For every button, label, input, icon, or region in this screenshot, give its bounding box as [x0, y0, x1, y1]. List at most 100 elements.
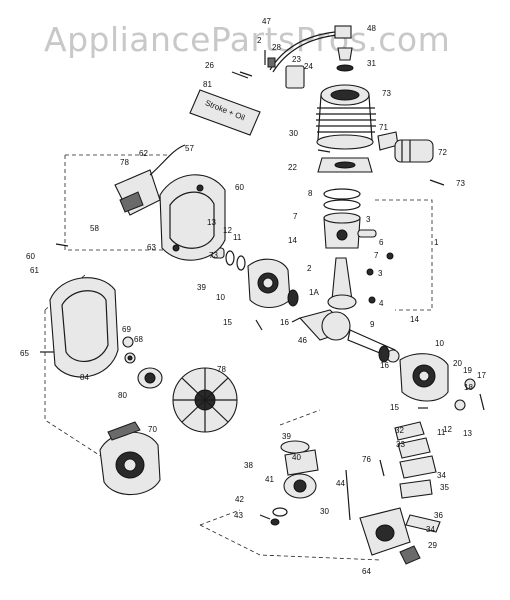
callout-1: 1 — [434, 238, 439, 247]
fan-housing-60 — [159, 174, 226, 261]
callout-2: 2 — [307, 264, 312, 273]
callout-84: 84 — [80, 373, 89, 382]
connecting-rod — [327, 257, 376, 310]
callout-4: 4 — [379, 299, 384, 308]
callout-26: 26 — [205, 61, 214, 70]
callout-16: 16 — [380, 361, 389, 370]
callout-3: 3 — [366, 215, 371, 224]
callout-39: 39 — [197, 283, 206, 292]
callout-40: 40 — [292, 453, 301, 462]
callout-7: 7 — [293, 212, 298, 221]
callout-30: 30 — [289, 129, 298, 138]
callout-8: 8 — [308, 189, 313, 198]
carburetor-group — [270, 440, 319, 526]
callout-2: 2 — [257, 36, 262, 45]
callout-12: 12 — [443, 425, 452, 434]
callout-57: 57 — [185, 144, 194, 153]
callout-3: 3 — [378, 269, 383, 278]
callout-19: 19 — [463, 366, 472, 375]
callout-15: 15 — [223, 318, 232, 327]
callout-47: 47 — [262, 17, 271, 26]
callout-73: 73 — [456, 179, 465, 188]
callout-60: 60 — [235, 183, 244, 192]
callout-71: 71 — [379, 123, 388, 132]
callout-6: 6 — [379, 238, 384, 247]
callout-20: 20 — [453, 359, 462, 368]
callout-80: 80 — [118, 391, 127, 400]
callout-32: 32 — [395, 426, 404, 435]
callout-23: 23 — [292, 55, 301, 64]
callout-41: 41 — [265, 475, 274, 484]
reed-plate-assembly — [394, 421, 437, 499]
callout-34: 34 — [426, 525, 435, 534]
callout-43: 43 — [234, 511, 243, 520]
shroud-64 — [49, 277, 119, 378]
callout-7: 7 — [374, 251, 379, 260]
callout-61: 61 — [30, 266, 39, 275]
callout-70: 70 — [148, 425, 157, 434]
callout-60: 60 — [26, 252, 35, 261]
callout-22: 22 — [288, 163, 297, 172]
callout-81: 81 — [203, 80, 212, 89]
callout-34: 34 — [437, 471, 446, 480]
crankshaft-9 — [291, 309, 400, 363]
callout-13: 13 — [207, 218, 216, 227]
callout-17: 17 — [477, 371, 486, 380]
callout-10: 10 — [435, 339, 444, 348]
callout-16: 16 — [280, 318, 289, 327]
carburetor-body-79 — [345, 469, 441, 565]
callout-13: 13 — [463, 429, 472, 438]
callout-11: 11 — [233, 233, 242, 242]
callout-30: 30 — [320, 507, 329, 516]
callout-11: 11 — [437, 428, 446, 437]
callout-14: 14 — [288, 236, 297, 245]
callout-35: 35 — [440, 483, 449, 492]
cylinder-73 — [316, 84, 376, 150]
callout-78: 78 — [120, 158, 129, 167]
crankcase-right — [399, 353, 476, 411]
fastener-screws — [40, 50, 485, 520]
callout-12: 12 — [223, 226, 232, 235]
callout-63: 63 — [147, 243, 156, 252]
small-parts-69-68 — [122, 336, 136, 364]
callout-29: 29 — [428, 541, 437, 550]
callout-42: 42 — [235, 495, 244, 504]
callout-78: 78 — [217, 365, 226, 374]
callout-44: 44 — [336, 479, 345, 488]
piston-and-rings — [323, 188, 394, 260]
callout-72: 72 — [438, 148, 447, 157]
callout-73: 73 — [382, 89, 391, 98]
hub-65 — [137, 367, 163, 389]
flywheel-78 — [172, 367, 238, 433]
callout-64: 64 — [362, 567, 371, 576]
callout-36: 36 — [434, 511, 443, 520]
callout-48: 48 — [367, 24, 376, 33]
callout-39: 39 — [282, 432, 291, 441]
callout-14: 14 — [410, 315, 419, 324]
crankcase-left — [247, 258, 291, 309]
callout-1A: 1A — [309, 288, 319, 297]
bearings-and-seals — [211, 247, 390, 363]
callout-68: 68 — [134, 335, 143, 344]
fuel-line-assembly — [231, 25, 354, 89]
callout-65: 65 — [20, 349, 29, 358]
callout-28: 28 — [272, 43, 281, 52]
callout-15: 15 — [390, 403, 399, 412]
callout-24: 24 — [304, 62, 313, 71]
callout-73: 73 — [209, 251, 218, 260]
starter-80 — [99, 421, 161, 496]
callout-58: 58 — [90, 224, 99, 233]
gasket-22 — [317, 157, 373, 173]
callout-31: 31 — [367, 59, 376, 68]
muffler-71-72 — [377, 131, 445, 186]
callout-62: 62 — [139, 149, 148, 158]
callout-69: 69 — [122, 325, 131, 334]
ignition-module-78 — [114, 144, 186, 216]
callout-38: 38 — [244, 461, 253, 470]
callout-33: 33 — [396, 440, 405, 449]
callout-46: 46 — [298, 336, 307, 345]
callout-9: 9 — [370, 320, 375, 329]
callout-18: 18 — [464, 383, 473, 392]
